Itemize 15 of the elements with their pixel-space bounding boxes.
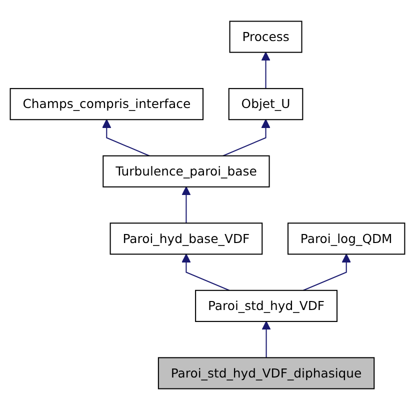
node-box: Objet_U — [228, 88, 304, 121]
node-box: Champs_compris_interface — [10, 88, 204, 121]
arrow — [182, 186, 191, 224]
node-box: Process — [229, 21, 302, 54]
node-box: Paroi_std_hyd_VDF — [195, 290, 338, 322]
node-box: Paroi_hyd_base_VDF — [110, 223, 263, 256]
arrow — [222, 120, 270, 157]
node-box: Paroi_std_hyd_VDF_diphasique — [158, 358, 375, 390]
arrow — [262, 322, 271, 358]
arrow — [102, 120, 150, 157]
node-box: Turbulence_paroi_base — [102, 156, 270, 188]
node-box: Paroi_log_QDM — [287, 223, 406, 256]
arrow — [303, 254, 351, 292]
arrow — [182, 254, 230, 292]
arrow — [261, 52, 270, 90]
